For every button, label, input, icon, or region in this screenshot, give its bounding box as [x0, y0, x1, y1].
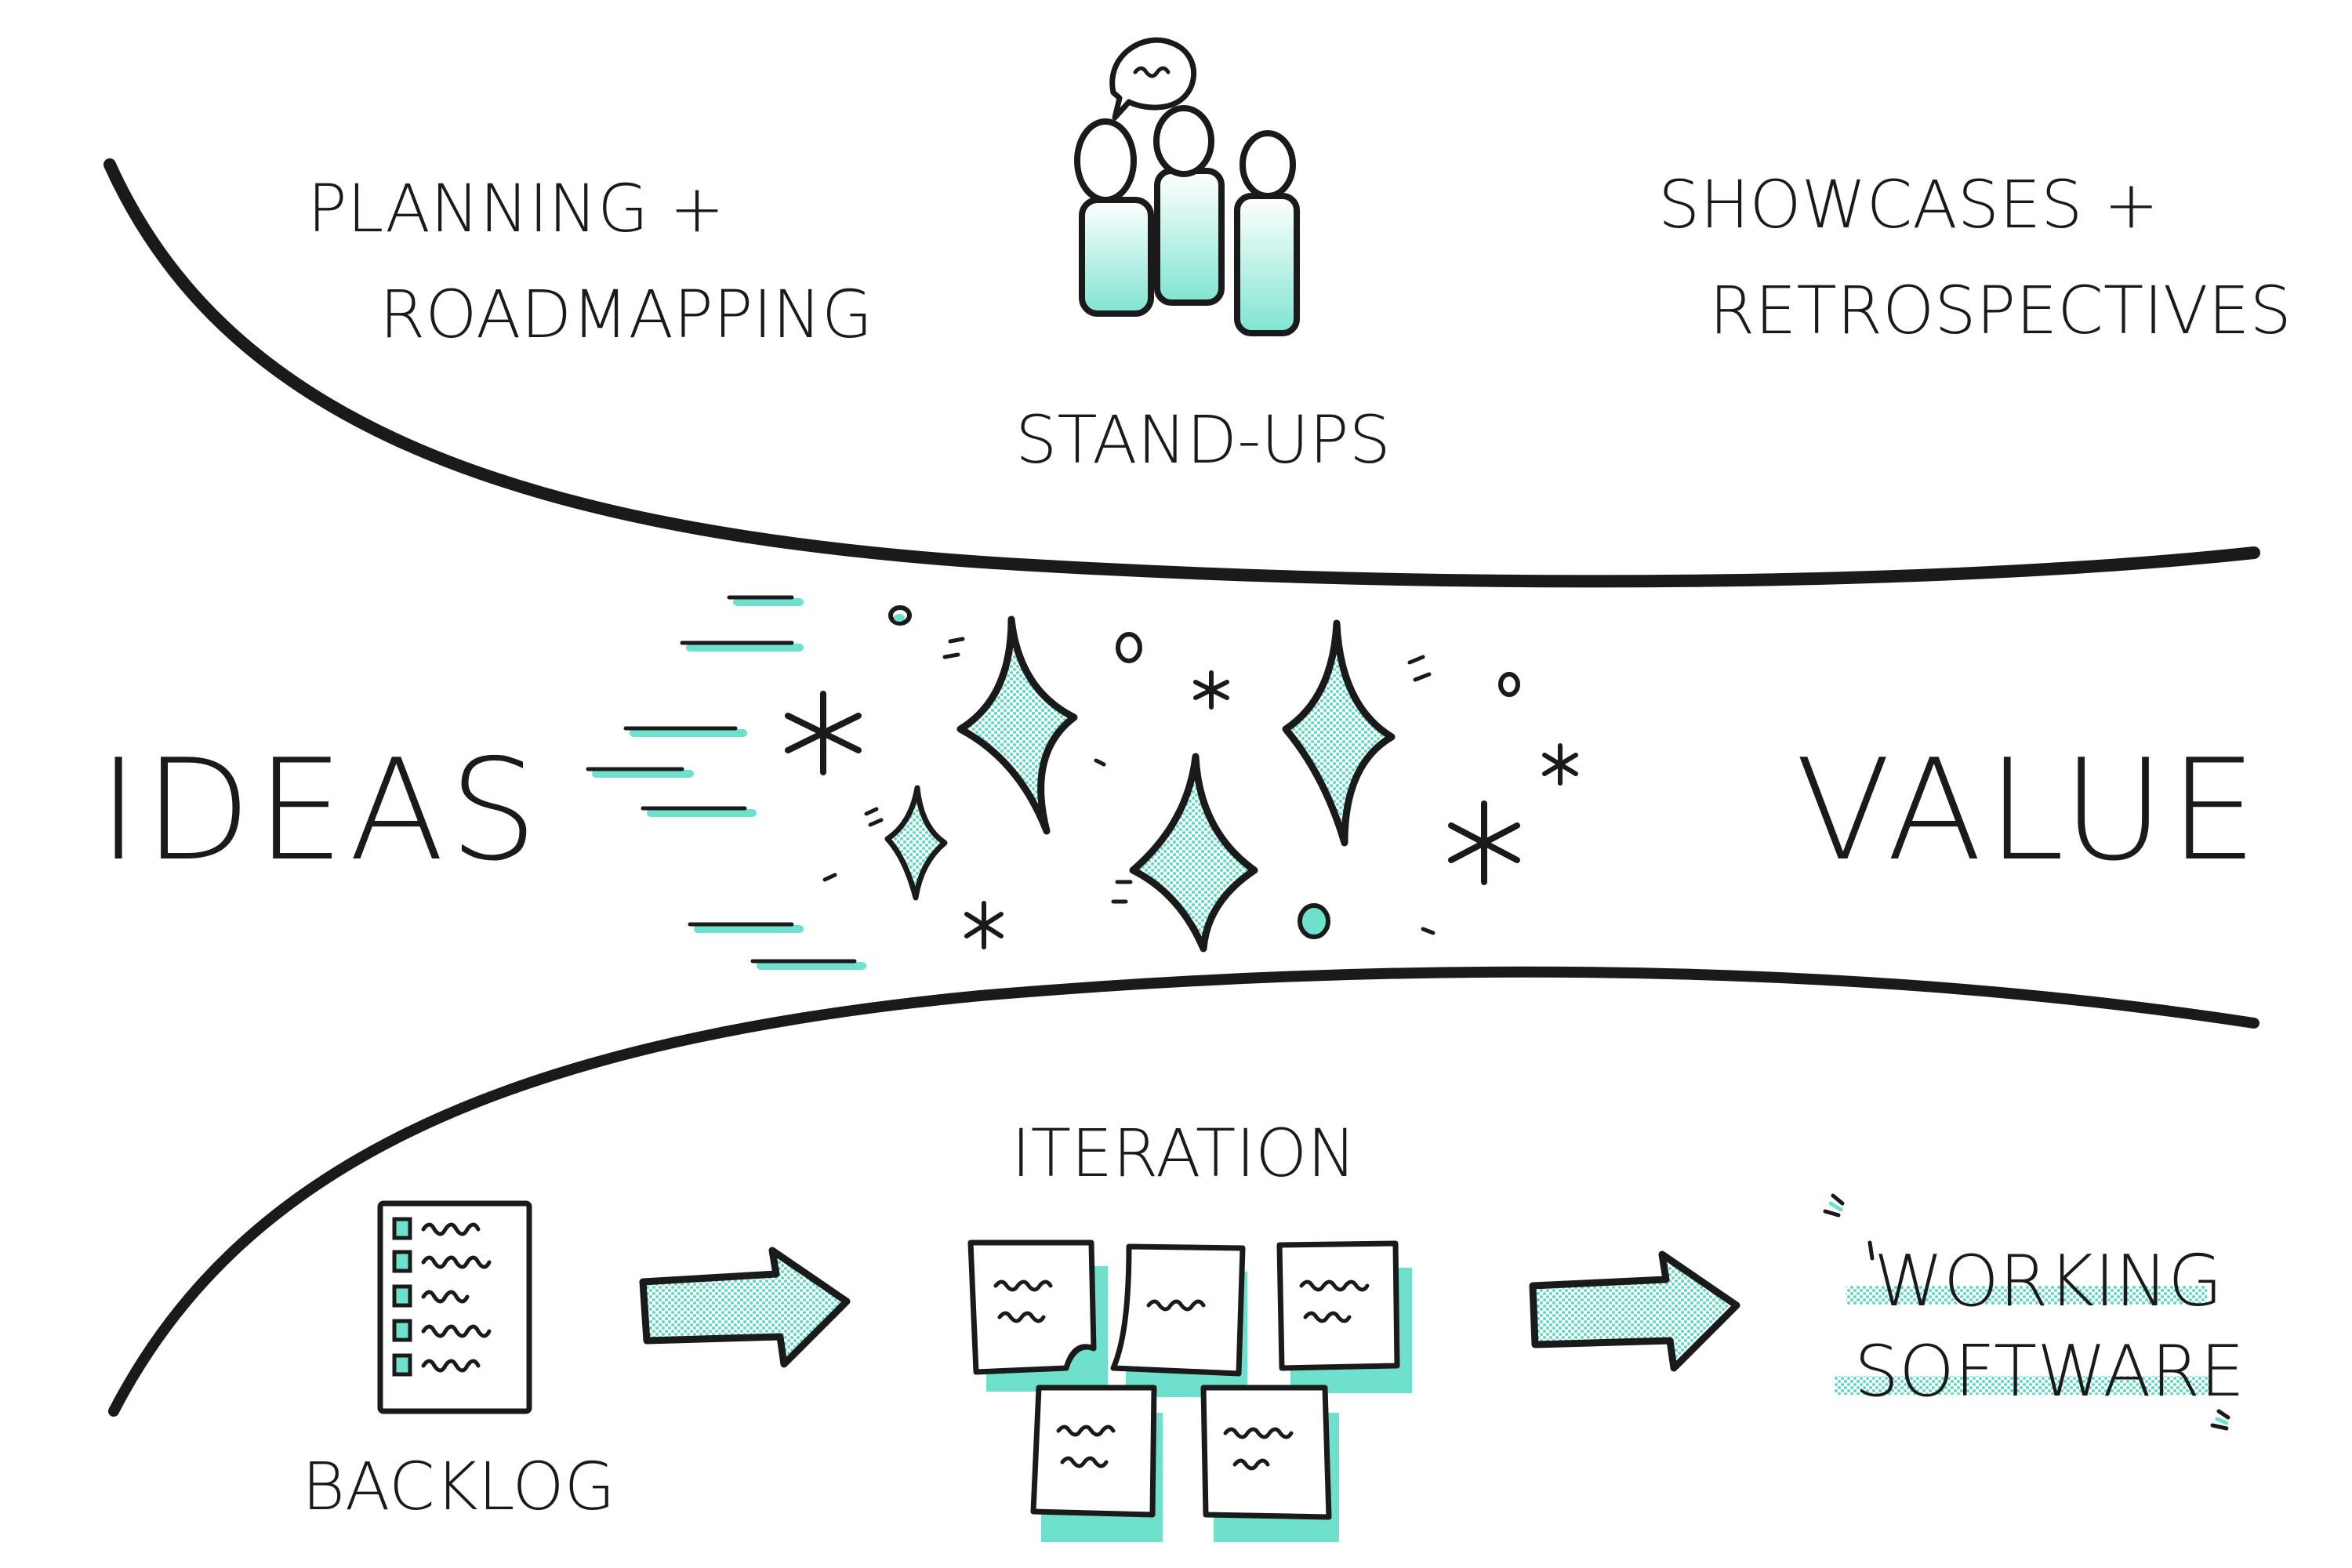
showcases-retrospectives-label: SHOWCASES + RETROSPECTIVES [1658, 166, 2292, 349]
sparkles-cluster [785, 605, 1578, 953]
svg-text:RETROSPECTIVES: RETROSPECTIVES [1709, 272, 2292, 349]
sticky-note [967, 1240, 1108, 1392]
svg-text:PLANNING +: PLANNING + [307, 170, 724, 247]
svg-text:SHOWCASES +: SHOWCASES + [1658, 166, 2159, 243]
planning-roadmapping-label: PLANNING + ROADMAPPING [307, 170, 873, 353]
sticky-note [1110, 1243, 1247, 1397]
right-arrow-icon [1529, 1250, 1740, 1372]
checklist-icon [377, 1200, 532, 1414]
sparkle-dots [888, 605, 1520, 939]
svg-text:SOFTWARE: SOFTWARE [1854, 1330, 2245, 1413]
svg-text:ROADMAPPING: ROADMAPPING [379, 276, 873, 353]
asterisk-marks [785, 670, 1578, 949]
ideas-label: IDEAS [98, 729, 543, 891]
sparkle-icon [1282, 619, 1396, 847]
sticky-notes-icon [967, 1240, 1412, 1542]
sparkle-icon [956, 615, 1078, 835]
speed-lines [586, 595, 866, 970]
sparkle-icon [884, 785, 948, 901]
svg-text:WORKING: WORKING [1874, 1240, 2223, 1323]
value-label: VALUE [1795, 729, 2262, 891]
sticky-note [1030, 1385, 1163, 1542]
backlog-label: BACKLOG [302, 1448, 615, 1525]
sparkle-dashes [822, 637, 1436, 935]
sparkle-icon [1129, 753, 1258, 953]
sticky-note [1200, 1385, 1339, 1542]
sticky-note [1276, 1240, 1412, 1393]
funnel-lower-curve [108, 966, 2259, 1417]
working-software-label: WORKING SOFTWARE [1823, 1193, 2245, 1431]
funnel-upper-curve [103, 158, 2260, 588]
people-talking-icon [1074, 37, 1300, 336]
right-arrow-icon [639, 1247, 851, 1368]
standups-label: STAND-UPS [1015, 401, 1391, 478]
iteration-label: ITERATION [1011, 1115, 1356, 1192]
